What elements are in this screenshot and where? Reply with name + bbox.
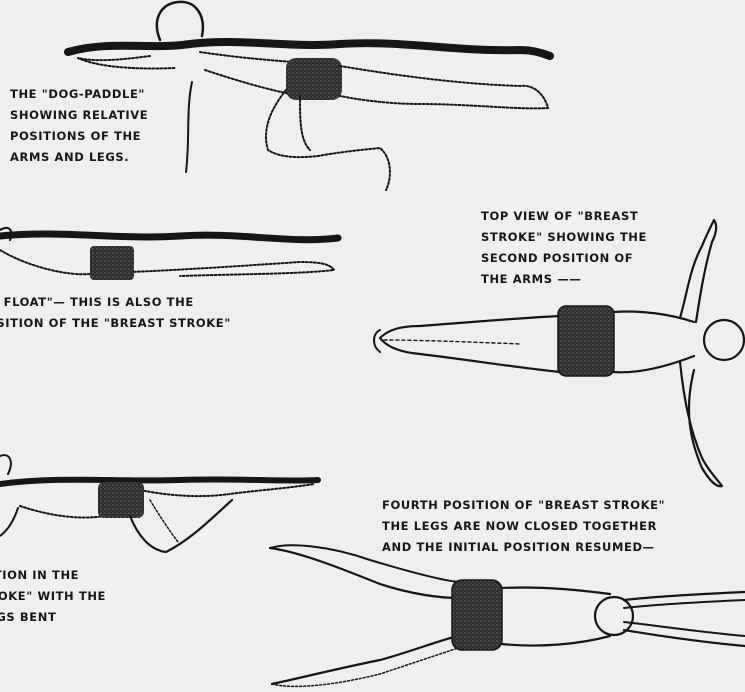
caption-line: THE ARMS —— [481,269,647,290]
fourth-arm-down [624,630,745,646]
float-swimsuit [90,246,134,280]
water-line-2 [0,234,338,240]
caption-dog-paddle: THE "DOG-PADDLE" SHOWING RELATIVE POSITI… [10,84,148,168]
third-leg-bent [130,500,232,552]
top-view-legs [380,316,560,372]
caption-line: TOP VIEW OF "BREAST [481,206,647,227]
caption-line: FOURTH POSITION OF "BREAST STROKE" [382,495,665,516]
caption-line: SHOWING RELATIVE [10,105,148,126]
caption-line: STROKE" SHOWING THE [481,227,647,248]
third-arm [0,508,18,536]
top-view-arm-up [680,220,716,322]
water-line-3 [0,479,318,484]
swimmer-arm [78,56,175,69]
swimsuit [286,58,342,100]
fourth-head [595,597,633,635]
third-swimsuit [98,482,144,518]
caption-line: SITION IN THE [0,565,106,586]
float-figure [0,228,338,280]
caption-line: POSITIONS OF THE [10,126,148,147]
caption-third-position: SITION IN THE TROKE" WITH THE LEGS BENT [0,565,106,628]
caption-line: SECOND POSITION OF [481,248,647,269]
third-head [0,455,11,474]
caption-line: TROKE" WITH THE [0,586,106,607]
swimmer-leg-straight [340,66,548,108]
caption-bracket-1 [186,82,192,172]
caption-top-view: TOP VIEW OF "BREAST STROKE" SHOWING THE … [481,206,647,290]
top-view-feet [374,330,380,352]
swimmer-leg-bent [266,90,390,190]
third-body [20,484,314,518]
top-view-arm-down [680,362,722,486]
fourth-position-figure [270,545,745,686]
fourth-torso [502,587,610,645]
swimmer-torso [200,52,292,94]
caption-line: 'S FLOAT"— THIS IS ALSO THE [0,292,231,313]
caption-line: LEGS BENT [0,607,106,628]
caption-fourth-position: FOURTH POSITION OF "BREAST STROKE" THE L… [382,495,665,558]
caption-line: ARMS AND LEGS. [10,147,148,168]
top-view-head [704,320,744,360]
caption-line: AND THE INITIAL POSITION RESUMED— [382,537,665,558]
top-view-swimsuit [558,306,614,376]
water-line-1 [68,42,550,56]
float-body [0,250,334,276]
caption-line: OSITION OF THE "BREAST STROKE" [0,313,231,334]
caption-line: THE LEGS ARE NOW CLOSED TOGETHER [382,516,665,537]
fourth-swimsuit [452,580,502,650]
swimmer-head [157,2,203,40]
third-position-figure [0,455,318,552]
caption-float: 'S FLOAT"— THIS IS ALSO THE OSITION OF T… [0,292,231,334]
fourth-arm-up [624,592,745,600]
top-view-torso [614,311,694,372]
caption-line: THE "DOG-PADDLE" [10,84,148,105]
